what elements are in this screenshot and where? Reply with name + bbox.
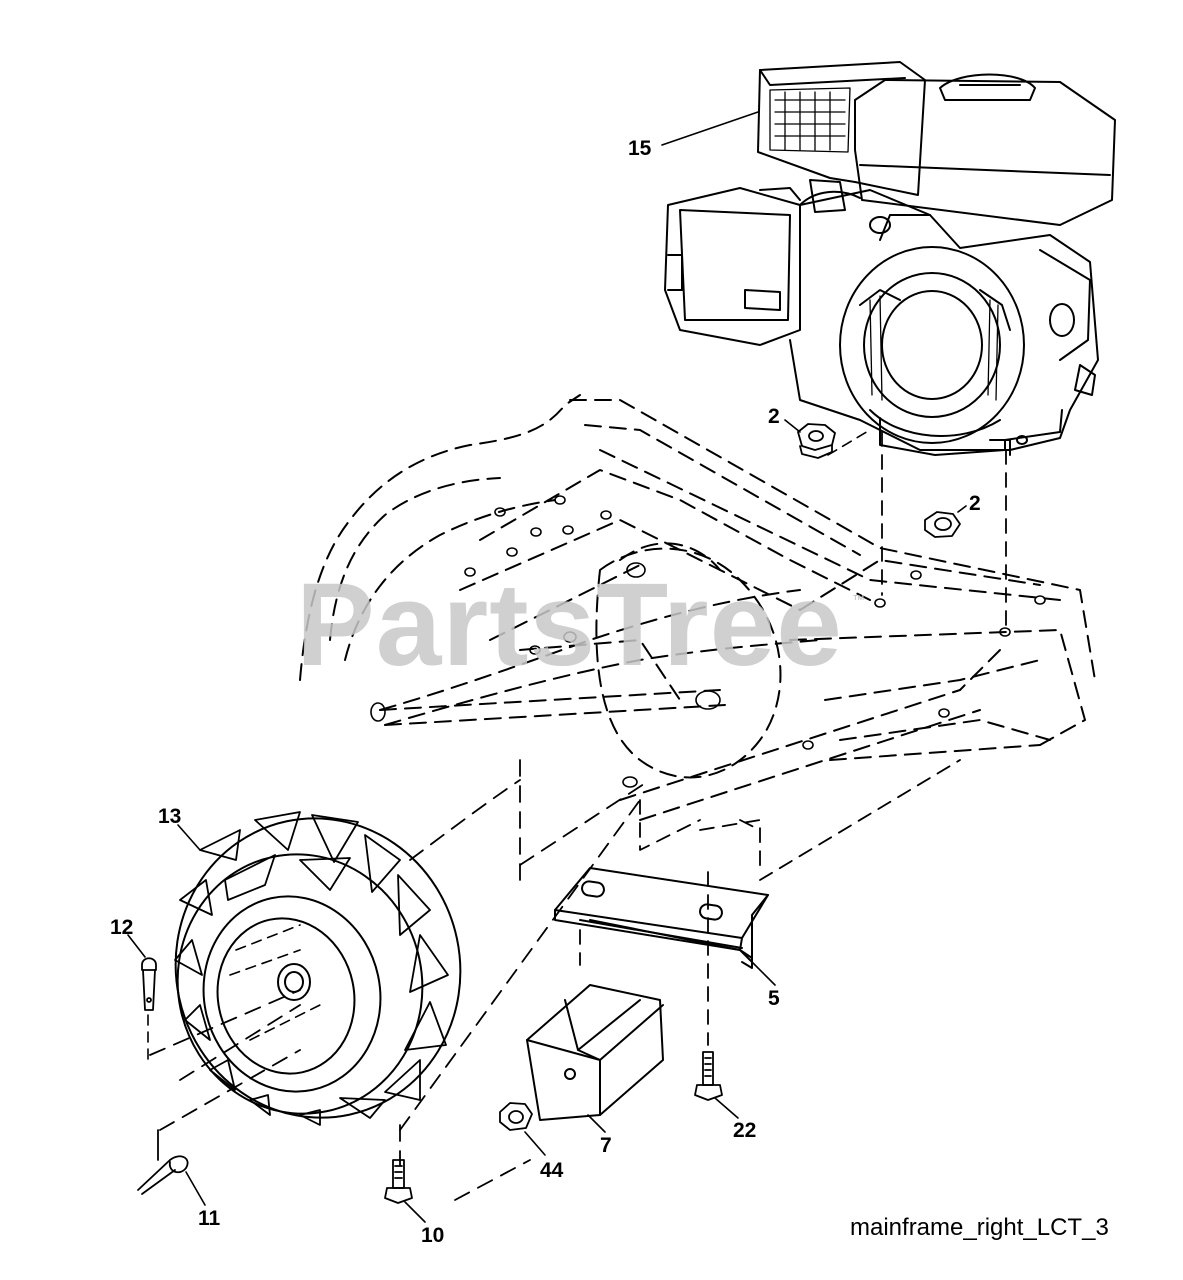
leader-line-15 (662, 112, 758, 145)
mount-dash-lines (882, 432, 1006, 625)
bracket-icon (555, 868, 768, 968)
nut-icon (500, 1103, 532, 1130)
leader-line-10 (405, 1202, 425, 1222)
weight-block-icon (527, 985, 663, 1120)
leader-line-11 (186, 1172, 205, 1205)
nut-dash-2a (828, 430, 870, 455)
bracket-dash-lines (580, 760, 960, 1045)
leader-line-2b (958, 506, 966, 512)
callout-5: 5 (768, 987, 780, 1010)
clevis-pin-icon (142, 958, 156, 1010)
leader-line-7 (588, 1115, 605, 1132)
leader-line-13 (178, 825, 200, 850)
frame-holes (371, 496, 1045, 787)
callout-22: 22 (733, 1119, 757, 1142)
diagram-caption: mainframe_right_LCT_3 (850, 1214, 1109, 1241)
callout-13: 13 (158, 805, 182, 828)
nut-icon (798, 424, 835, 458)
wheel-dash-lines (150, 760, 650, 1200)
engine-icon (665, 62, 1115, 455)
leader-line-2a (785, 420, 800, 432)
mainframe-icon (300, 395, 1095, 820)
callout-2-right: 2 (969, 492, 981, 515)
hairpin-clip-icon (138, 1130, 188, 1194)
leader-line-12 (128, 935, 145, 957)
trademark-symbol: ™ (852, 592, 865, 607)
callout-11: 11 (198, 1207, 221, 1230)
bolt-icon (695, 1052, 722, 1100)
callout-10: 10 (421, 1224, 445, 1247)
nut-icon (925, 512, 960, 537)
leader-line-44 (525, 1132, 545, 1155)
leader-line-22 (715, 1098, 738, 1118)
callout-7: 7 (600, 1134, 612, 1157)
leader-line-5 (752, 962, 775, 985)
callout-44: 44 (540, 1159, 564, 1182)
tire-icon (148, 792, 488, 1144)
watermark: PartsTree (296, 559, 843, 691)
bolt-icon (385, 1160, 412, 1203)
callout-12: 12 (110, 916, 134, 939)
callout-15: 15 (628, 137, 652, 160)
callout-2-upper: 2 (768, 405, 780, 428)
